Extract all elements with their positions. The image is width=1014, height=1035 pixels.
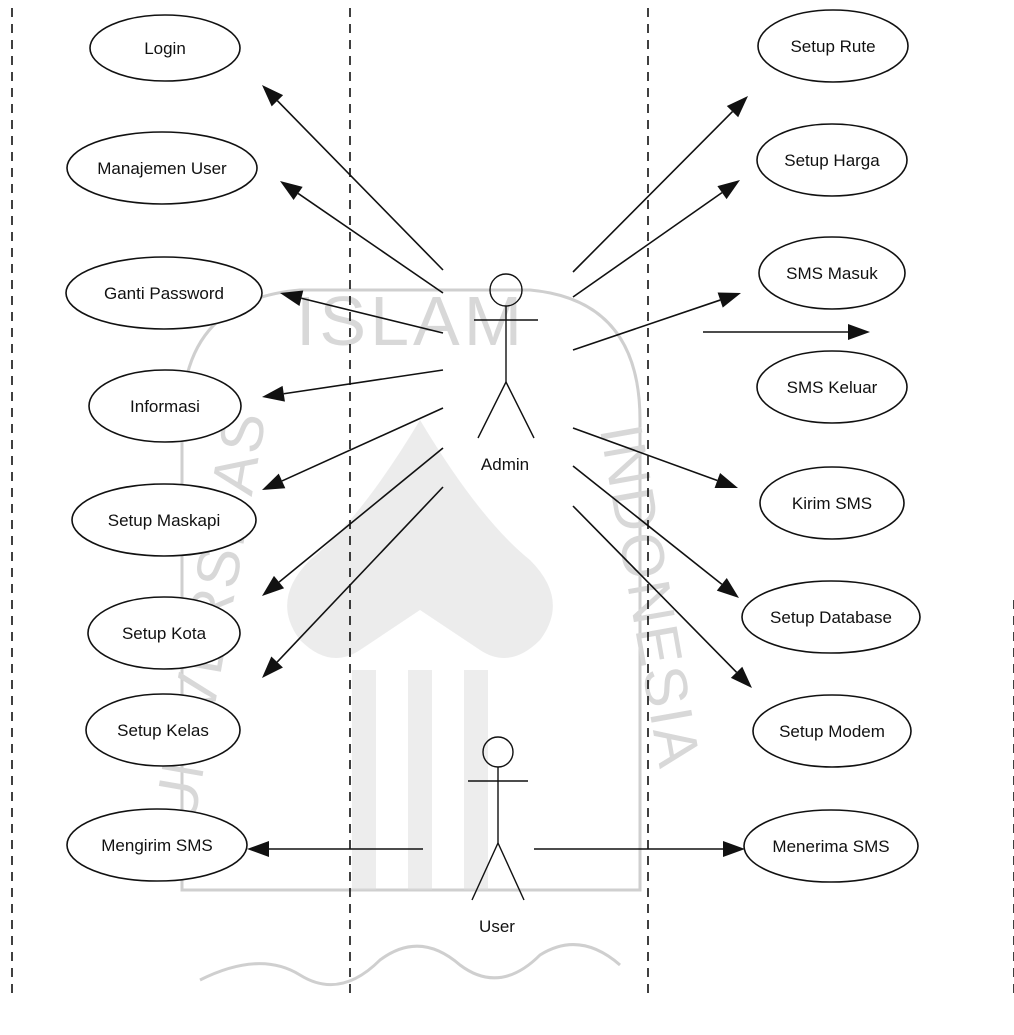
use-case-sms-keluar[interactable]: SMS Keluar <box>756 350 908 424</box>
use-case-informasi[interactable]: Informasi <box>88 369 242 443</box>
actor-admin[interactable]: Admin <box>474 273 538 474</box>
user-to-menerima-sms-arrowhead-icon <box>723 841 745 857</box>
admin-to-informasi-line <box>283 369 444 395</box>
admin-to-informasi-arrowhead-icon <box>262 385 285 402</box>
admin-to-setup-kota-arrowhead-icon <box>262 575 285 596</box>
use-case-label: Setup Rute <box>790 37 875 56</box>
admin-to-setup-modem-arrowhead-icon <box>730 666 752 688</box>
user-left-leg <box>471 842 499 901</box>
admin-right-leg <box>505 381 535 439</box>
admin-to-manajemen-user-arrow <box>280 181 444 294</box>
use-case-label: Mengirim SMS <box>101 836 212 855</box>
admin-left-leg <box>477 381 507 439</box>
admin-to-sms-masuk-line <box>572 299 721 351</box>
admin-to-setup-kota-line <box>278 447 444 583</box>
use-case-label: Manajemen User <box>97 159 227 178</box>
admin-to-kirim-sms-line <box>572 427 718 482</box>
admin-to-kirim-sms-arrowhead-icon <box>714 472 738 488</box>
use-case-label: Setup Modem <box>779 722 885 741</box>
admin-to-manajemen-user-line <box>297 192 444 294</box>
admin-to-setup-modem-arrow <box>572 505 752 688</box>
admin-to-setup-kelas-line <box>276 486 444 663</box>
admin-to-informasi-arrow <box>262 369 444 402</box>
admin-to-setup-rute-arrowhead-icon <box>726 96 748 118</box>
use-case-login[interactable]: Login <box>89 14 241 82</box>
actor-user[interactable]: User <box>468 736 528 936</box>
admin-to-ganti-password-arrow <box>280 290 444 334</box>
watermark-top-text: ISLAM <box>296 282 526 360</box>
use-case-ganti-password[interactable]: Ganti Password <box>65 256 263 330</box>
user-to-mengirim-sms-arrowhead-icon <box>247 841 269 857</box>
admin-to-sms-masuk-arrowhead-icon <box>717 292 741 308</box>
use-case-menerima-sms[interactable]: Menerima SMS <box>743 809 919 883</box>
use-case-setup-rute[interactable]: Setup Rute <box>757 9 909 83</box>
admin-to-manajemen-user-arrowhead-icon <box>280 181 303 201</box>
use-case-setup-modem[interactable]: Setup Modem <box>752 694 912 768</box>
admin-label: Admin <box>481 455 529 474</box>
use-case-label: Informasi <box>130 397 200 416</box>
use-case-setup-kelas[interactable]: Setup Kelas <box>85 693 241 767</box>
use-case-label: Kirim SMS <box>792 494 872 513</box>
use-case-setup-maskapi[interactable]: Setup Maskapi <box>71 483 257 557</box>
user-to-mengirim-sms-arrow <box>247 841 423 857</box>
user-right-leg <box>497 842 525 901</box>
use-case-label: Setup Database <box>770 608 892 627</box>
use-case-manajemen-user[interactable]: Manajemen User <box>66 131 258 205</box>
admin-to-sms-masuk-arrow <box>572 292 741 351</box>
use-case-label: Menerima SMS <box>772 837 889 856</box>
admin-to-setup-modem-line <box>572 505 738 673</box>
use-case-label: Setup Maskapi <box>108 511 220 530</box>
admin-to-setup-harga-line <box>572 191 723 298</box>
association-arrows <box>247 85 870 857</box>
admin-to-setup-kelas-arrowhead-icon <box>262 656 283 678</box>
admin-to-setup-kota-arrow <box>262 447 444 596</box>
sms-masuk-to-sms-keluar-arrowhead-icon <box>848 324 870 340</box>
use-case-label: Ganti Password <box>104 284 224 303</box>
use-case-label: Setup Kota <box>122 624 207 643</box>
use-case-setup-kota[interactable]: Setup Kota <box>87 596 241 670</box>
use-case-kirim-sms[interactable]: Kirim SMS <box>759 466 905 540</box>
admin-to-login-line <box>276 100 444 271</box>
admin-to-setup-kelas-arrow <box>262 486 444 678</box>
admin-to-ganti-password-arrowhead-icon <box>280 290 304 307</box>
use-case-label: SMS Keluar <box>787 378 878 397</box>
admin-to-login-arrow <box>262 85 444 271</box>
admin-to-setup-database-line <box>572 465 723 585</box>
use-case-label: Setup Harga <box>784 151 880 170</box>
admin-to-setup-harga-arrowhead-icon <box>717 180 740 200</box>
user-label: User <box>479 917 515 936</box>
admin-to-login-arrowhead-icon <box>262 85 284 107</box>
admin-to-setup-maskapi-line <box>281 407 444 482</box>
admin-to-setup-harga-arrow <box>572 180 740 298</box>
admin-to-setup-maskapi-arrow <box>262 407 444 490</box>
use-case-sms-masuk[interactable]: SMS Masuk <box>758 236 906 310</box>
admin-to-ganti-password-line <box>301 297 444 334</box>
admin-to-setup-database-arrowhead-icon <box>716 578 739 598</box>
admin-to-setup-rute-line <box>572 111 734 273</box>
admin-to-setup-maskapi-arrowhead-icon <box>262 473 286 490</box>
admin-to-setup-rute-arrow <box>572 96 748 273</box>
admin-to-setup-database-arrow <box>572 465 739 598</box>
use-case-label: SMS Masuk <box>786 264 878 283</box>
use-case-setup-database[interactable]: Setup Database <box>741 580 921 654</box>
admin-to-kirim-sms-arrow <box>572 427 738 488</box>
user-to-menerima-sms-arrow <box>534 841 745 857</box>
use-case-label: Login <box>144 39 186 58</box>
use-case-setup-harga[interactable]: Setup Harga <box>756 123 908 197</box>
sms-masuk-to-sms-keluar-arrow <box>703 324 870 340</box>
use-case-mengirim-sms[interactable]: Mengirim SMS <box>66 808 248 882</box>
use-case-label: Setup Kelas <box>117 721 209 740</box>
